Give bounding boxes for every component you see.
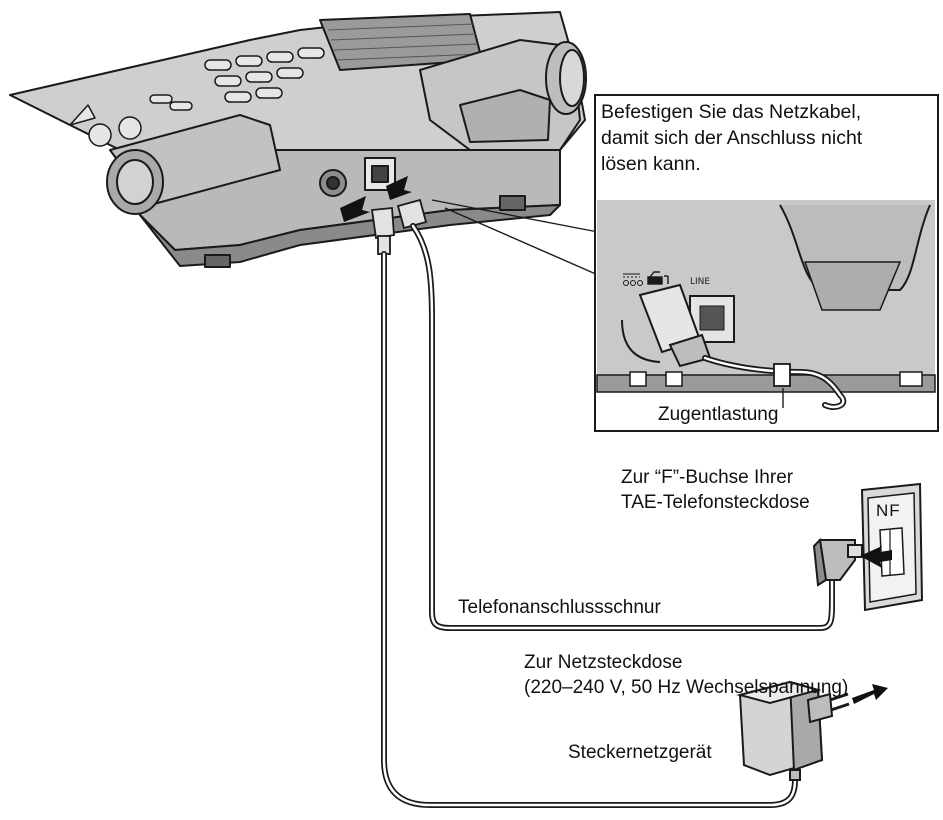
- inset-note-line-1: Befestigen Sie das Netzkabel,: [601, 101, 862, 123]
- tae-socket-label-line-1: Zur “F”-Buchse Ihrer: [621, 467, 794, 488]
- phone-line-icon: [647, 271, 669, 285]
- tae-plug: [812, 537, 863, 587]
- power-plug-at-device: [370, 207, 395, 255]
- mains-label-line-1: Zur Netzsteckdose: [524, 652, 683, 673]
- tae-wall-socket: [860, 482, 924, 612]
- inset-note: Befestigen Sie das Netzkabel, damit sich…: [601, 100, 862, 178]
- cables-inner: [382, 224, 834, 807]
- tae-slot-letters: NF: [876, 501, 901, 520]
- phone-plug-at-device: [396, 198, 428, 230]
- dc-power-symbol-icon: [623, 273, 643, 286]
- mains-label: Zur Netzsteckdose (220–240 V, 50 Hz Wech…: [524, 650, 848, 700]
- power-adapter: [736, 680, 850, 781]
- tae-socket-label: Zur “F”-Buchse Ihrer TAE-Telefonsteckdos…: [621, 465, 810, 515]
- inset-note-line-3: lösen kann.: [601, 152, 701, 175]
- tae-insert-arrow: [860, 546, 892, 568]
- insert-arrows: [340, 176, 412, 222]
- strain-relief-label: Zugentlastung: [658, 404, 779, 425]
- detail-inset: [594, 94, 939, 432]
- tae-socket-label-line-2: TAE-Telefonsteckdose: [621, 492, 810, 514]
- adapter-label: Steckernetzgerät: [568, 742, 712, 763]
- inset-note-line-2: damit sich der Anschluss nicht: [601, 126, 863, 149]
- phone-cord-label: Telefonanschlussschnur: [458, 597, 661, 618]
- callout-lines: [431, 199, 599, 276]
- line-port-label: LINE: [690, 277, 711, 287]
- answering-machine: [9, 11, 587, 268]
- mains-label-line-2: (220–240 V, 50 Hz Wechselspannung): [524, 677, 849, 699]
- adapter-insert-arrow: [852, 684, 888, 704]
